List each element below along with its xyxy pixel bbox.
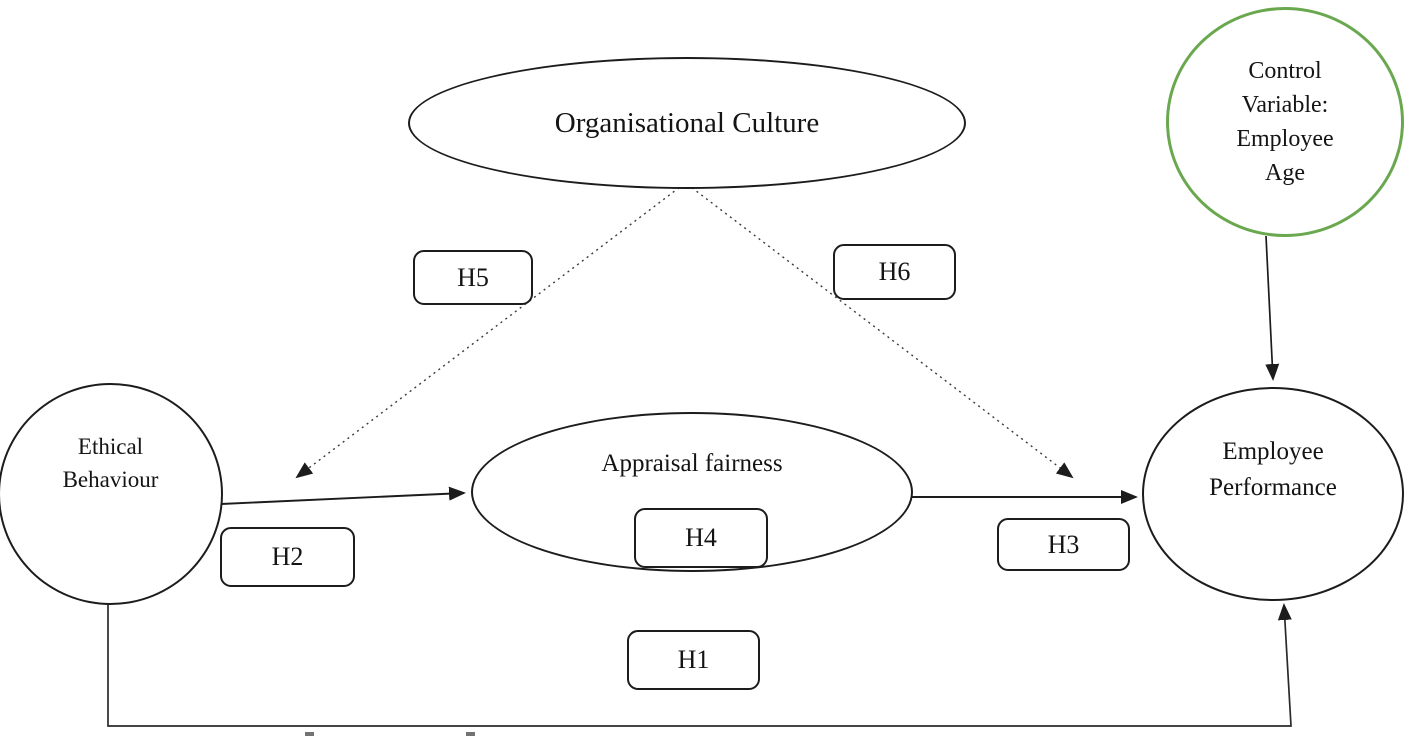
- h5-label: H5: [457, 262, 489, 292]
- hypothesis-box-h6: H6: [833, 244, 956, 300]
- h1-label: H1: [677, 645, 710, 674]
- hypothesis-box-h1: H1: [627, 630, 760, 690]
- control-variable-arrow: [1265, 235, 1280, 381]
- node-organisational-culture: Organisational Culture: [408, 57, 966, 189]
- h3-label: H3: [1047, 529, 1080, 559]
- ethical-behaviour-label-line1: Ethical: [77, 433, 144, 459]
- control-variable-label-line3: Employee: [1236, 126, 1334, 152]
- h4-label: H4: [685, 523, 717, 552]
- hypothesis-box-h3: H3: [997, 518, 1130, 571]
- hypothesis-box-h5: H5: [413, 250, 533, 305]
- cutoff-text-fragment: [466, 732, 475, 736]
- control-variable-label-line2: Variable:: [1241, 91, 1329, 118]
- node-employee-performance: Employee Performance: [1142, 387, 1404, 601]
- hypothesis-box-h4: H4: [634, 508, 768, 568]
- employee-performance-label-line2: Performance: [1209, 474, 1337, 501]
- appraisal-fairness-label: Appraisal fairness: [601, 450, 783, 477]
- node-control-variable: Control Variable: Employee Age: [1166, 7, 1404, 237]
- hypothesis-box-h2: H2: [220, 527, 355, 587]
- control-variable-label-line4: Age: [1265, 160, 1305, 187]
- ethical-behaviour-label-line2: Behaviour: [62, 467, 159, 492]
- employee-performance-label-line1: Employee: [1222, 437, 1324, 465]
- node-ethical-behaviour: Ethical Behaviour: [0, 383, 223, 605]
- h6-label: H6: [878, 257, 911, 286]
- h2-arrow: [220, 486, 466, 505]
- h2-label: H2: [271, 542, 304, 571]
- organisational-culture-label: Organisational Culture: [554, 106, 820, 139]
- control-variable-label-line1: Control: [1248, 57, 1322, 84]
- cutoff-text-fragment: [305, 732, 314, 736]
